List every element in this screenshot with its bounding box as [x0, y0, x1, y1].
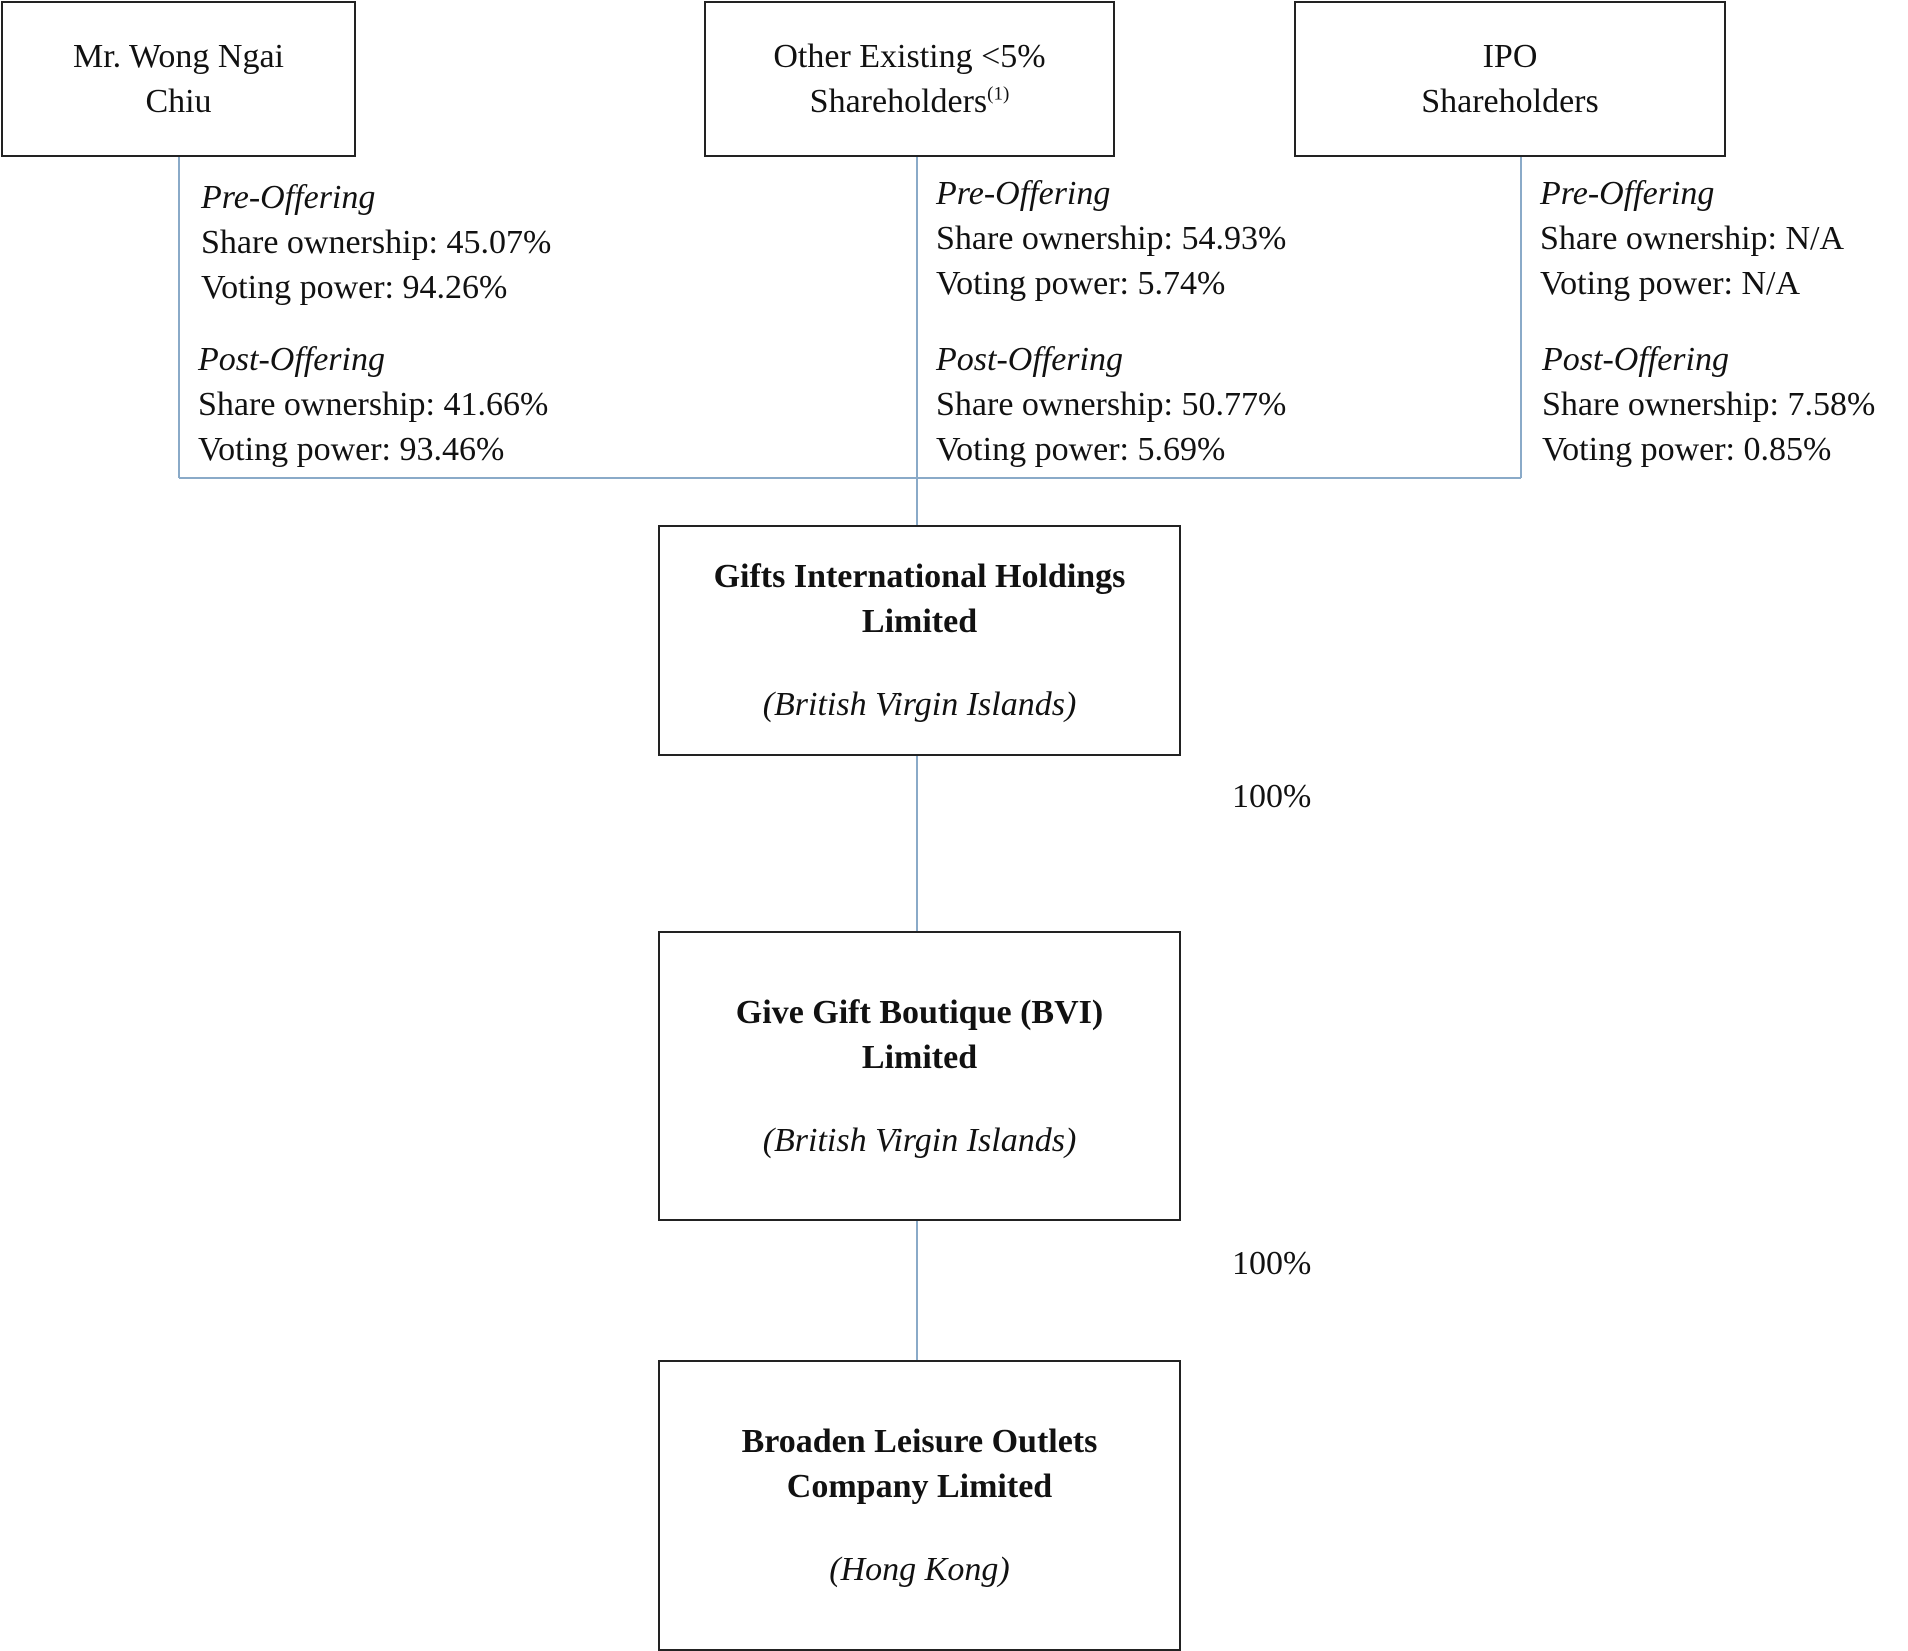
post-offering-heading: Post-Offering [936, 341, 1123, 378]
company-box-gifts-international: Gifts International Holdings Limited (Br… [658, 525, 1181, 756]
shareholder-box-ipo: IPO Shareholders [1294, 1, 1726, 157]
post-offering-heading: Post-Offering [198, 341, 385, 378]
company-name: Give Gift Boutique (BVI) [735, 993, 1104, 1031]
company-name: Broaden Leisure Outlets [741, 1423, 1098, 1460]
shareholder-name: Chiu [145, 83, 212, 120]
company-box-broaden-leisure: Broaden Leisure Outlets Company Limited … [658, 1360, 1181, 1651]
company-name: Company Limited [786, 1468, 1053, 1505]
share-ownership: Share ownership: 54.93% [936, 220, 1287, 257]
shareholder-box-other-existing: Other Existing <5% Shareholders(1) [704, 1, 1115, 157]
pre-offering-heading: Pre-Offering [936, 175, 1111, 212]
shareholder-name: Shareholders [809, 83, 988, 120]
pre-offering-stats-other: Pre-Offering Share ownership: 54.93% Vot… [936, 171, 1286, 306]
shareholder-name-with-note: Shareholders(1) [810, 79, 1010, 124]
voting-power: Voting power: 5.74% [936, 265, 1226, 302]
pre-offering-stats-wong: Pre-Offering Share ownership: 45.07% Vot… [201, 175, 551, 310]
voting-power: Voting power: 94.26% [201, 269, 508, 306]
share-ownership: Share ownership: 50.77% [936, 386, 1287, 423]
post-offering-stats-ipo: Post-Offering Share ownership: 7.58% Vot… [1542, 337, 1875, 472]
pre-offering-heading: Pre-Offering [201, 179, 376, 216]
share-ownership: Share ownership: 41.66% [198, 386, 549, 423]
company-box-give-gift-boutique: Give Gift Boutique (BVI) Limited (Britis… [658, 931, 1181, 1221]
footnote-marker: (1) [987, 83, 1010, 105]
post-offering-stats-wong: Post-Offering Share ownership: 41.66% Vo… [198, 337, 548, 472]
company-jurisdiction: (Hong Kong) [829, 1551, 1010, 1588]
company-name: Limited [861, 603, 978, 640]
voting-power: Voting power: 93.46% [198, 431, 505, 468]
share-ownership: Share ownership: 45.07% [201, 224, 552, 261]
shareholder-name: Other Existing <5% [773, 38, 1046, 75]
ownership-percentage-label: 100% [1232, 1245, 1312, 1282]
shareholder-name: IPO [1482, 38, 1538, 75]
voting-power: Voting power: 0.85% [1542, 431, 1832, 468]
shareholder-box-wong: Mr. Wong Ngai Chiu [1, 1, 356, 157]
post-offering-heading: Post-Offering [1542, 341, 1729, 378]
company-name: Gifts International Holdings [713, 558, 1126, 595]
pre-offering-stats-ipo: Pre-Offering Share ownership: N/A Voting… [1540, 171, 1844, 306]
pre-offering-heading: Pre-Offering [1540, 175, 1715, 212]
shareholder-name: Mr. Wong Ngai [72, 38, 285, 75]
company-name: Limited [861, 1038, 978, 1076]
post-offering-stats-other: Post-Offering Share ownership: 50.77% Vo… [936, 337, 1286, 472]
ownership-percentage-label: 100% [1232, 778, 1312, 815]
shareholder-name: Shareholders [1421, 83, 1599, 120]
share-ownership: Share ownership: 7.58% [1542, 386, 1876, 423]
voting-power: Voting power: N/A [1540, 265, 1801, 302]
voting-power: Voting power: 5.69% [936, 431, 1226, 468]
company-jurisdiction: (British Virgin Islands) [762, 1121, 1077, 1159]
company-jurisdiction: (British Virgin Islands) [762, 686, 1077, 723]
share-ownership: Share ownership: N/A [1540, 220, 1845, 257]
